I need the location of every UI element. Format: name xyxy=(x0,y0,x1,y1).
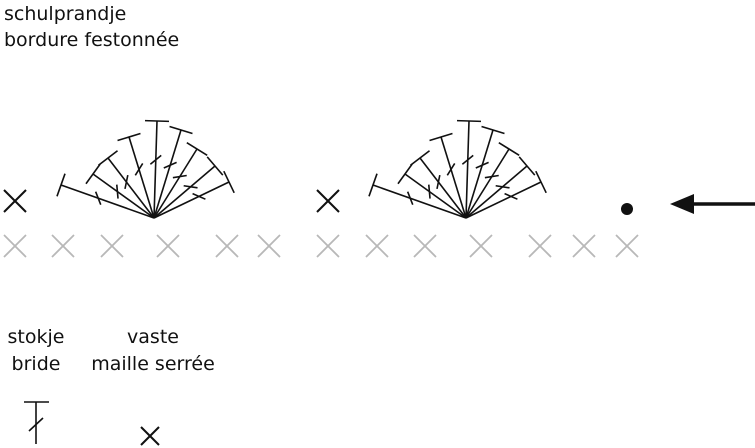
legend-double-crochet-dutch: stokje xyxy=(7,326,65,348)
slip-stitch xyxy=(621,203,633,215)
double-crochet-stitch xyxy=(56,173,155,219)
double-crochet-stitch xyxy=(465,170,547,219)
diagram-title-french: bordure festonnée xyxy=(4,29,180,51)
pattern-row xyxy=(3,119,633,219)
single-crochet xyxy=(316,189,340,213)
foundation-single-crochet xyxy=(257,234,281,258)
double-crochet-fan xyxy=(368,119,547,219)
double-crochet-stitch xyxy=(429,132,467,219)
double-crochet-stitch xyxy=(465,156,536,219)
legend-single-crochet-label: vaste maille serrée xyxy=(80,324,226,378)
foundation-single-crochet xyxy=(51,234,75,258)
double-crochet-stitch xyxy=(153,125,193,219)
single-crochet-symbol-icon xyxy=(140,426,160,446)
legend-single-crochet-dutch: vaste xyxy=(127,326,179,348)
foundation-single-crochet xyxy=(156,234,180,258)
foundation-single-crochet xyxy=(3,234,27,258)
double-crochet-stitch xyxy=(153,156,224,219)
double-crochet-stitch xyxy=(465,125,505,219)
foundation-single-crochet xyxy=(572,234,596,258)
foundation-row xyxy=(3,234,639,258)
double-crochet-stitch xyxy=(409,150,467,219)
legend-double-crochet-french: bride xyxy=(11,353,61,375)
double-crochet-stitch xyxy=(456,119,482,219)
double-crochet-stitch xyxy=(153,170,235,219)
double-crochet-fan xyxy=(56,119,235,219)
double-crochet-symbol-icon xyxy=(24,401,49,444)
legend-single-crochet-french: maille serrée xyxy=(91,353,215,375)
legend-symbols xyxy=(24,401,160,446)
legend-double-crochet-label: stokje bride xyxy=(0,324,72,378)
foundation-single-crochet xyxy=(365,234,389,258)
foundation-single-crochet xyxy=(316,234,340,258)
double-crochet-stitch xyxy=(97,150,155,219)
double-crochet-stitch xyxy=(465,141,520,219)
double-crochet-stitch xyxy=(153,141,208,219)
foundation-single-crochet xyxy=(100,234,124,258)
foundation-single-crochet xyxy=(528,234,552,258)
double-crochet-stitch xyxy=(397,163,467,219)
double-crochet-stitch xyxy=(117,132,155,219)
double-crochet-stitch xyxy=(85,163,155,219)
foundation-single-crochet xyxy=(469,234,493,258)
foundation-single-crochet xyxy=(215,234,239,258)
single-crochet xyxy=(3,189,27,213)
double-crochet-stitch xyxy=(144,119,170,219)
foundation-single-crochet xyxy=(413,234,437,258)
foundation-single-crochet xyxy=(615,234,639,258)
double-crochet-stitch xyxy=(368,173,467,219)
arrow-left-icon xyxy=(670,194,755,214)
diagram-title-dutch: schulprandje xyxy=(4,3,127,25)
